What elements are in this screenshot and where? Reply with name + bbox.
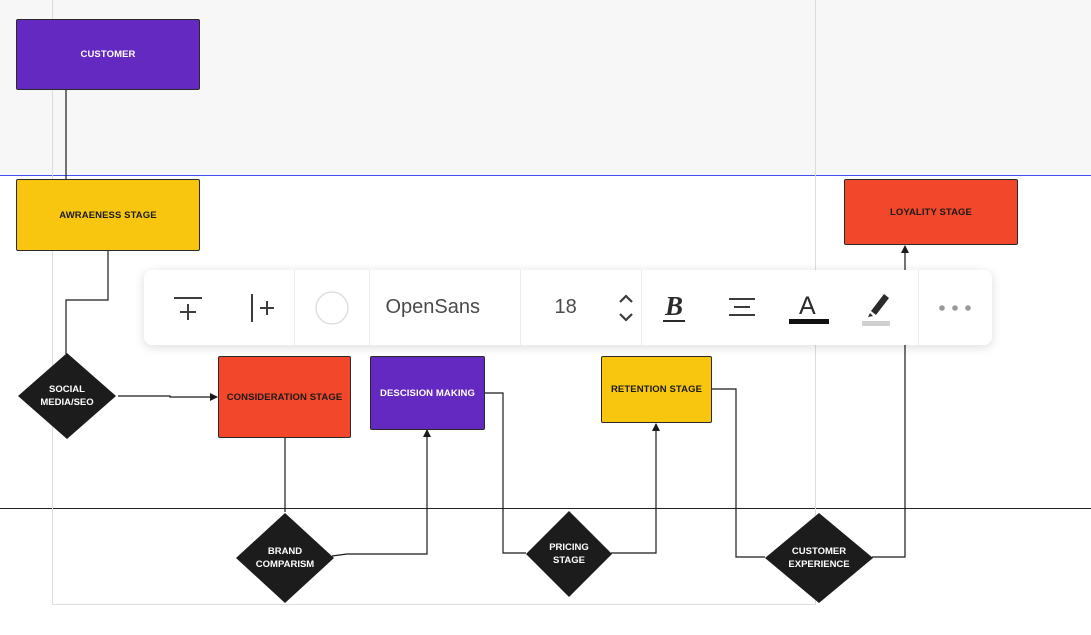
lane-separator-bottom (0, 508, 1091, 509)
diamond-shape (526, 511, 612, 597)
align-center-button[interactable] (712, 270, 772, 345)
fill-color-circle-icon (315, 290, 349, 325)
toolbar-divider (294, 270, 295, 345)
node-loyalty-stage[interactable]: LOYALITY STAGE (844, 179, 1018, 245)
toolbar-divider (369, 270, 371, 345)
insert-row-button[interactable] (144, 270, 232, 345)
connector-pricing-retention (611, 423, 660, 554)
frame-left-border (52, 0, 53, 604)
node-retention-stage[interactable]: RETENTION STAGE (601, 356, 712, 423)
connector-decision-pricing (485, 392, 526, 554)
format-toolbar: OpenSans 18 B (144, 270, 992, 345)
connector-experience-loyalty (872, 245, 909, 558)
connector-awareness-social (65, 251, 109, 354)
svg-text:B: B (664, 292, 683, 321)
font-family-value: OpenSans (385, 296, 480, 318)
up-down-stepper-icon (618, 293, 633, 322)
highlighter-icon (862, 293, 891, 326)
more-dots-icon (939, 304, 972, 311)
toolbar-divider (917, 270, 919, 345)
toolbar-divider (519, 270, 521, 345)
node-customer-label: CUSTOMER (80, 49, 136, 60)
node-awareness-label: AWRAENESS STAGE (59, 209, 157, 221)
diamond-brand-label: BRAND COMPARISM (255, 546, 315, 570)
font-size-stepper[interactable] (611, 270, 641, 345)
diamond-shape (236, 513, 334, 603)
node-consideration-stage[interactable]: CONSIDERATION STAGE (218, 356, 351, 438)
insert-column-button[interactable] (232, 270, 294, 345)
bold-button[interactable]: B (645, 270, 705, 345)
svg-text:A: A (799, 292, 816, 320)
node-consideration-label: CONSIDERATION STAGE (226, 391, 343, 403)
text-color-icon: A (789, 292, 830, 324)
diamond-social-media-seo[interactable]: SOCIAL MEDIA/SEO (17, 352, 117, 440)
node-loyalty-label: LOYALITY STAGE (890, 206, 972, 218)
diamond-brand-comparism[interactable]: BRAND COMPARISM (235, 512, 335, 603)
connector-brand-decision (331, 429, 431, 557)
fill-color-button[interactable] (295, 270, 369, 345)
diamond-customer-experience[interactable]: CUSTOMER EXPERIENCE (764, 512, 873, 603)
more-options-button[interactable] (919, 270, 992, 345)
highlight-button[interactable] (846, 270, 906, 345)
diamond-shape (18, 353, 116, 439)
node-decision-making[interactable]: DESCISION MAKING (370, 356, 485, 430)
font-family-select[interactable]: OpenSans (370, 270, 519, 345)
node-decision-label: DESCISION MAKING (379, 387, 476, 399)
node-retention-label: RETENTION STAGE (610, 384, 703, 395)
diamond-shape (765, 513, 873, 603)
align-center-icon (729, 297, 756, 316)
toolbar-divider (640, 270, 642, 345)
font-size-value: 18 (554, 296, 577, 318)
node-awareness-stage[interactable]: AWRAENESS STAGE (16, 179, 200, 251)
insert-column-icon (251, 293, 274, 322)
diamond-social-label: SOCIAL MEDIA/SEO (40, 384, 94, 408)
frame-bottom-border (52, 604, 816, 605)
lane-separator (0, 175, 1091, 176)
diamond-pricing-label: PRICING STAGE (549, 542, 589, 566)
connector-retention-experience (711, 388, 765, 558)
insert-row-icon (174, 296, 202, 320)
bold-icon: B (663, 292, 686, 322)
node-customer[interactable]: CUSTOMER (16, 19, 200, 90)
diamond-pricing-stage[interactable]: PRICING STAGE (525, 510, 625, 598)
font-size-input[interactable]: 18 (521, 270, 611, 345)
text-color-button[interactable]: A (779, 270, 839, 345)
connector-social-consideration (118, 393, 218, 401)
diamond-experience-label: CUSTOMER EXPERIENCE (788, 546, 850, 570)
